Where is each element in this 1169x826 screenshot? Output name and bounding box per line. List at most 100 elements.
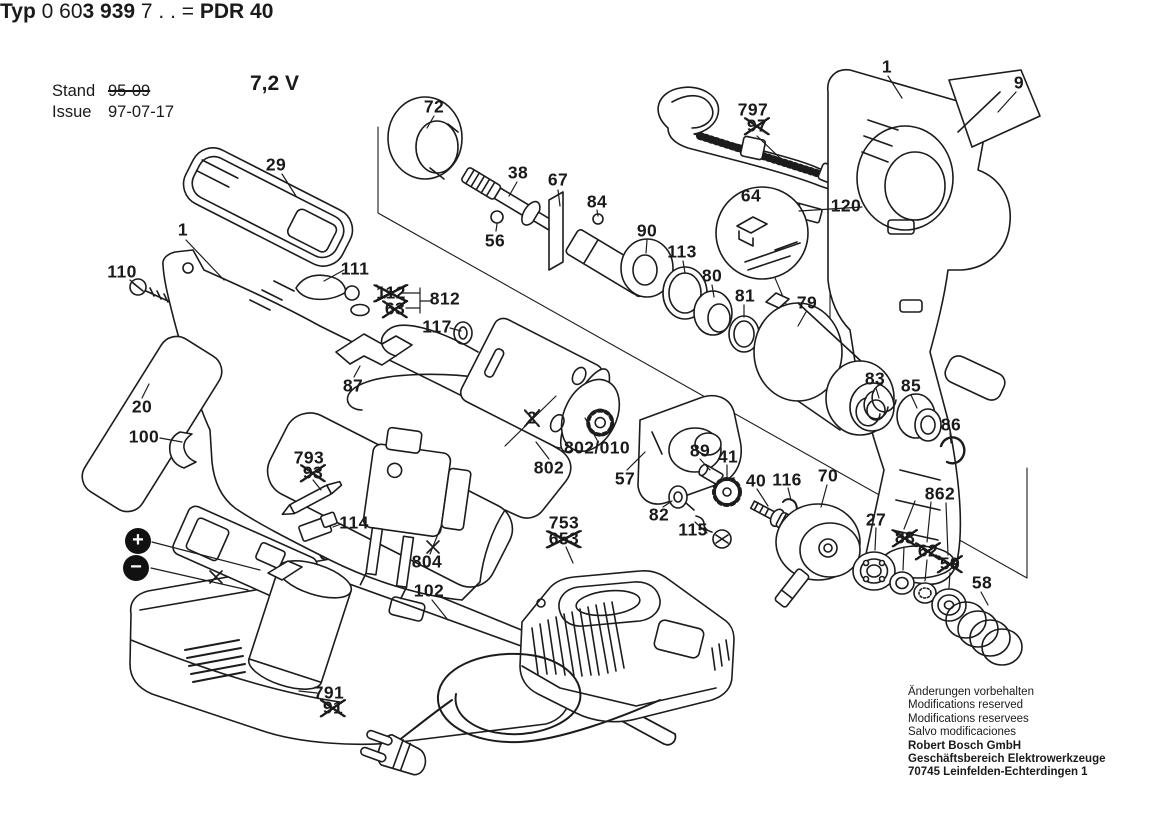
- power-cord-shape: [397, 652, 661, 744]
- part-label-97-struck: 97: [744, 117, 770, 135]
- part-label-116: 116: [772, 469, 802, 490]
- part-label-802: 802: [533, 457, 565, 478]
- bearing-washer-spring-shapes: [852, 551, 1023, 666]
- footer-line-es: Salvo modificaciones: [908, 726, 1017, 739]
- battery-plus-icon: +: [125, 528, 151, 554]
- part-label-86: 86: [940, 414, 962, 435]
- motor-shape: [346, 317, 621, 453]
- part-label-93-struck: 93: [300, 464, 326, 482]
- label-sticker-shape: [948, 69, 1041, 148]
- part-label-87: 87: [342, 375, 364, 396]
- right-housing-shape: [826, 68, 1011, 585]
- part-label-91-struck: 91: [320, 699, 346, 717]
- part-label-114: 114: [339, 512, 369, 533]
- manufacturer-footer: Änderungen vorbehalten Modifications res…: [908, 686, 1106, 780]
- part-label-804: 804: [411, 551, 443, 572]
- part-label-70: 70: [817, 465, 839, 486]
- clip-114-shape: [298, 511, 338, 542]
- part-label-83: 83: [864, 368, 886, 389]
- battery-pack-shape: [129, 557, 574, 746]
- type-number-light: 0 60: [41, 0, 83, 23]
- ball-56-shape: [490, 210, 504, 224]
- title-block: Typ 0 603 939 7 . . = PDR 40 7,2 V Stand…: [0, 0, 1169, 121]
- part-label-84: 84: [586, 191, 608, 212]
- part-label-88-struck: 88: [892, 529, 918, 547]
- stand-value: 95-09: [108, 82, 151, 100]
- part-label-791: 791: [313, 682, 345, 703]
- part-label-90: 90: [636, 220, 658, 241]
- part-label-120: 120: [830, 195, 862, 216]
- screw-shape: [129, 278, 169, 303]
- deleted-x-marks: [209, 540, 440, 584]
- part-label-82: 82: [648, 504, 670, 525]
- voltage-label: 7,2 V: [250, 72, 300, 95]
- part-label-27: 27: [865, 509, 887, 530]
- europlug-shape: [360, 729, 427, 776]
- part-label-20: 20: [131, 396, 153, 417]
- part-label-9: 9: [1013, 72, 1025, 93]
- footer-address: 70745 Leinfelden-Echterdingen 1: [908, 766, 1088, 779]
- part-label-110: 110: [107, 261, 137, 282]
- part-label-56: 56: [484, 230, 506, 251]
- part-label-793: 793: [293, 447, 325, 468]
- footer-line-fr: Modifications reservees: [908, 712, 1029, 725]
- clutch-bell-shape: [753, 292, 895, 436]
- top-cover-shape: [182, 147, 354, 267]
- part-label-812: 812: [429, 288, 461, 309]
- part-label-63-struck: 63: [382, 300, 408, 318]
- detail-circle-shape: [715, 186, 809, 333]
- type-number-line: Typ 0 603 939 7 . . = PDR 40: [0, 0, 273, 23]
- footer-division: Geschäftsbereich Elektrowerkzeuge: [908, 753, 1106, 766]
- battery-cell-shape: [172, 505, 353, 690]
- footer-line-de: Änderungen vorbehalten: [908, 686, 1034, 698]
- part-label-102: 102: [413, 580, 445, 601]
- part-label-64: 64: [740, 185, 762, 206]
- part-label-38: 38: [507, 162, 529, 183]
- part-label-40: 40: [745, 470, 767, 491]
- part-label-89: 89: [689, 440, 711, 461]
- part-label-67: 67: [547, 169, 569, 190]
- part-label-1-right: 1: [881, 56, 893, 77]
- bit-shape: [281, 480, 343, 516]
- part-label-57: 57: [614, 468, 636, 489]
- part-label-862: 862: [924, 483, 956, 504]
- part-label-797: 797: [737, 99, 769, 120]
- part-label-1-left: 1: [177, 219, 189, 240]
- part-label-653-struck: 653: [546, 530, 582, 548]
- part-label-59-struck: 59: [937, 555, 963, 573]
- gear-train-small-parts: [668, 463, 798, 549]
- footer-company: Robert Bosch GmbH: [908, 739, 1022, 752]
- stand-label: Stand: [52, 82, 96, 100]
- part-label-41: 41: [717, 446, 739, 467]
- footer-line-en: Modifications reserved: [908, 699, 1024, 712]
- type-label: Typ: [0, 0, 42, 23]
- part-label-113: 113: [667, 241, 697, 262]
- type-number-bold: 3 939: [82, 0, 136, 23]
- battery-minus-icon: −: [123, 555, 149, 581]
- side-strip-shape: [81, 335, 223, 513]
- part-label-112-struck: 112: [373, 284, 408, 302]
- ring-72-shape: [387, 96, 463, 180]
- part-label-802-010: 802/010: [563, 437, 631, 458]
- model-name: PDR 40: [199, 0, 274, 23]
- part-label-80: 80: [701, 265, 723, 286]
- part-label-62-struck: 62: [915, 542, 941, 560]
- part-label-58: 58: [971, 572, 993, 593]
- part-label-79: 79: [796, 292, 818, 313]
- part-label-72: 72: [423, 96, 445, 117]
- part-label-115: 115: [678, 519, 708, 540]
- hammer-disc-shape: [774, 503, 861, 608]
- spring-bushing-shapes: [855, 383, 966, 465]
- part-label-2-struck: 2: [524, 409, 540, 427]
- part-label-111: 111: [340, 258, 370, 279]
- part-label-81: 81: [734, 285, 756, 306]
- charger-shape: [519, 570, 735, 723]
- part-label-117: 117: [422, 316, 452, 337]
- issue-label: Issue: [52, 103, 92, 121]
- part-label-753: 753: [548, 512, 580, 533]
- switch-shape: [359, 426, 472, 600]
- part-label-100: 100: [128, 426, 160, 447]
- issue-value: 97-07-17: [108, 103, 175, 121]
